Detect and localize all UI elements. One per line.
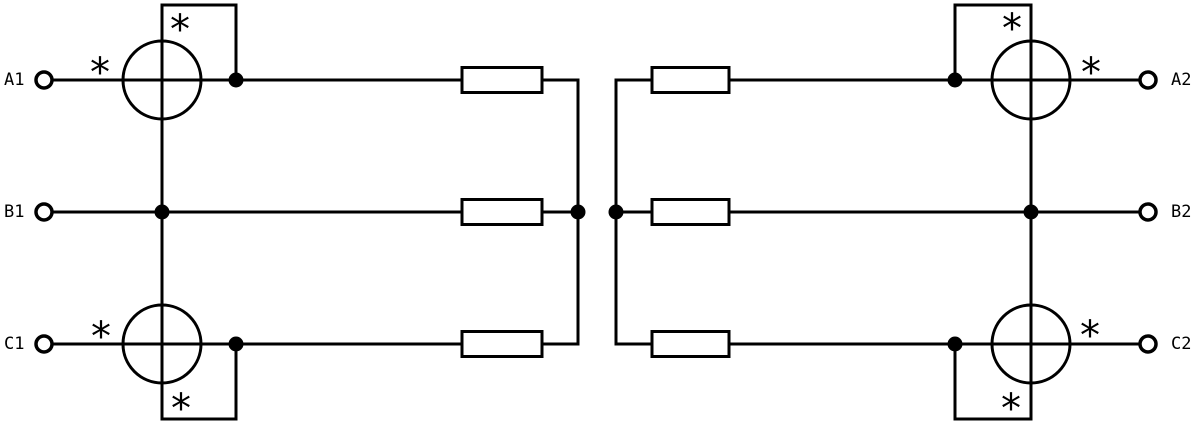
resistor-a2 — [650, 66, 731, 94]
label-c2: C2 — [1171, 334, 1191, 354]
junction-b2-potential — [1023, 204, 1039, 220]
resistor-b2 — [650, 198, 731, 226]
polarity-c1-current: * — [91, 314, 111, 360]
terminal-b1 — [34, 202, 54, 222]
polarity-a2-potential: * — [1002, 6, 1022, 52]
junction-b1-potential — [154, 204, 170, 220]
wire-c1-potential-loop — [160, 342, 238, 421]
polarity-c1-potential: * — [171, 386, 191, 432]
resistor-b1 — [460, 198, 544, 226]
label-a1: A1 — [4, 70, 24, 90]
wire-a1-potential-loop — [160, 3, 238, 82]
polarity-c2-potential: * — [1001, 386, 1021, 432]
wattmeter-c2 — [990, 303, 1072, 385]
junction-right-neutral — [608, 204, 624, 220]
terminal-c1 — [34, 334, 54, 354]
polarity-a1-current: * — [90, 50, 110, 96]
junction-a2-loop — [947, 72, 963, 88]
wire-a2-potential-loop — [953, 3, 1033, 82]
junction-c1-loop — [228, 336, 244, 352]
polarity-a2-current: * — [1081, 50, 1101, 96]
label-b2: B2 — [1171, 202, 1191, 222]
terminal-a2 — [1138, 70, 1158, 90]
resistor-a1 — [460, 66, 544, 94]
wattmeter-c1 — [121, 303, 203, 385]
polarity-c2-current: * — [1080, 313, 1100, 359]
junction-a1-loop — [228, 72, 244, 88]
wattmeter-a1 — [121, 39, 203, 121]
label-a2: A2 — [1171, 70, 1191, 90]
polarity-a1-potential: * — [170, 7, 190, 53]
wire-c2-potential-loop — [953, 342, 1033, 421]
resistor-c1 — [460, 330, 544, 358]
label-c1: C1 — [4, 334, 24, 354]
junction-c2-loop — [947, 336, 963, 352]
terminal-a1 — [34, 70, 54, 90]
terminal-b2 — [1138, 202, 1158, 222]
wattmeter-a2 — [990, 39, 1072, 121]
terminal-c2 — [1138, 334, 1158, 354]
label-b1: B1 — [4, 202, 24, 222]
resistor-c2 — [650, 330, 731, 358]
junction-left-neutral — [570, 204, 586, 220]
